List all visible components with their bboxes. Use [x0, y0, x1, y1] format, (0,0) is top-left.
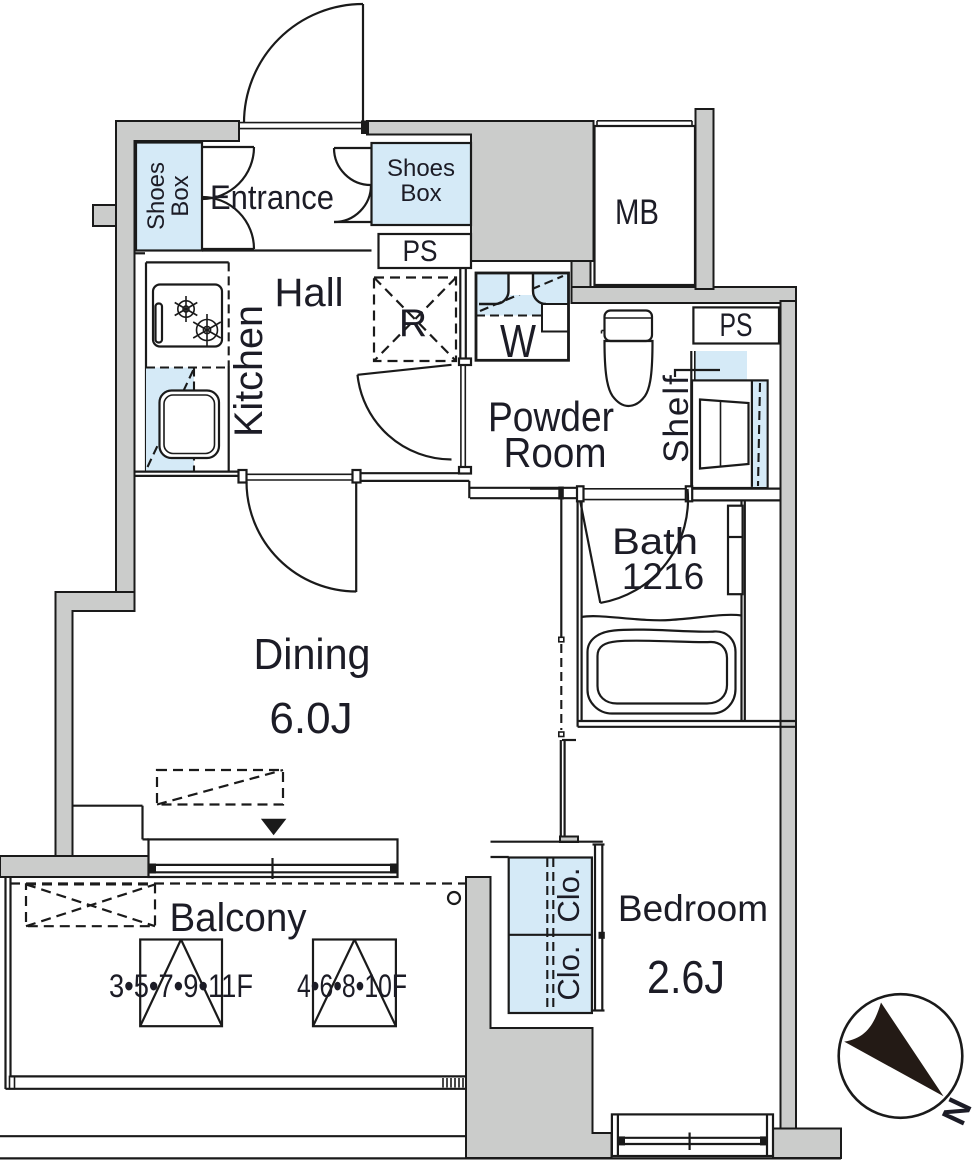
svg-text:PS: PS	[403, 235, 438, 268]
svg-text:Shoes: Shoes	[387, 155, 455, 182]
svg-text:Balcony: Balcony	[170, 896, 307, 940]
svg-text:Bath: Bath	[612, 521, 698, 562]
svg-text:Dining: Dining	[254, 630, 371, 679]
svg-text:Bedroom: Bedroom	[618, 888, 768, 929]
svg-text:Kitchen: Kitchen	[227, 305, 271, 437]
svg-text:MB: MB	[615, 193, 659, 232]
svg-text:4•6•8•10F: 4•6•8•10F	[297, 968, 407, 1004]
svg-text:Powder: Powder	[488, 393, 614, 440]
svg-text:Shelf: Shelf	[657, 373, 696, 463]
svg-text:Clo.: Clo.	[551, 867, 586, 922]
svg-text:Clo.: Clo.	[551, 945, 586, 1000]
svg-text:3•5•7•9•11F: 3•5•7•9•11F	[109, 968, 253, 1004]
svg-text:Entrance: Entrance	[210, 179, 334, 217]
svg-text:ShoesBox: ShoesBox	[143, 162, 194, 230]
svg-text:Room: Room	[504, 429, 607, 476]
svg-text:PS: PS	[720, 307, 753, 343]
svg-text:6.0J: 6.0J	[269, 694, 352, 743]
svg-text:1216: 1216	[622, 556, 704, 597]
svg-text:Box: Box	[400, 180, 441, 207]
svg-text:Hall: Hall	[275, 271, 344, 315]
svg-text:2.6J: 2.6J	[647, 951, 725, 1003]
svg-text:W: W	[500, 315, 536, 367]
svg-text:R: R	[399, 302, 427, 345]
